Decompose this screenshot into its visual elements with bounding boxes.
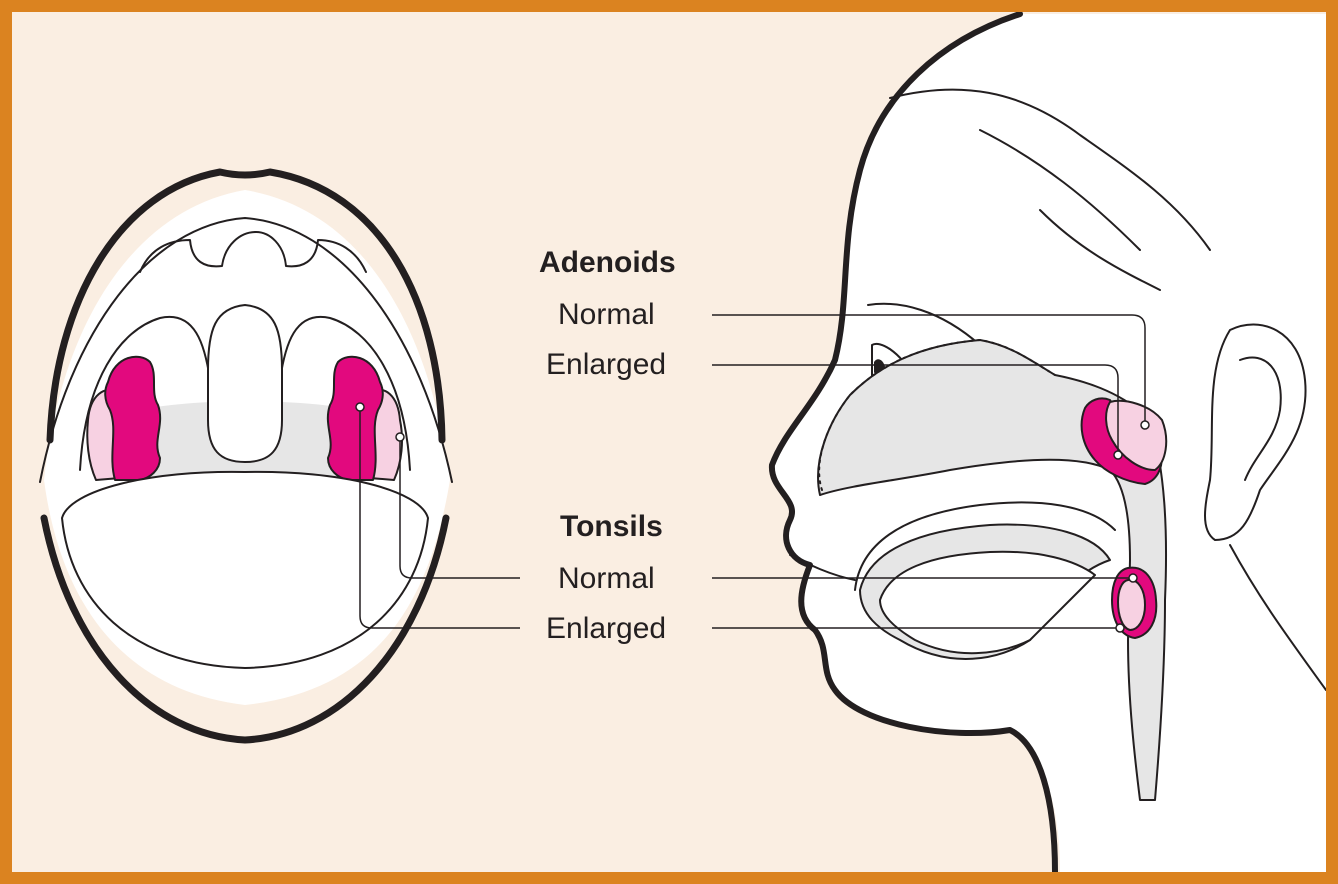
dot-tonsil-enlarged-front — [356, 403, 364, 411]
dot-adenoid-enlarged — [1114, 451, 1122, 459]
adenoids-enlarged-label: Enlarged — [546, 350, 666, 380]
adenoids-heading: Adenoids — [539, 248, 676, 278]
illustration — [12, 12, 1326, 872]
tonsils-heading: Tonsils — [560, 512, 663, 542]
tonsils-normal-label: Normal — [558, 564, 655, 594]
dot-tonsil-normal-side — [1129, 574, 1137, 582]
dot-tonsil-normal-front — [396, 433, 404, 441]
head-profile-side-view — [772, 14, 1326, 872]
left-tonsil-enlarged — [105, 357, 160, 480]
dot-tonsil-enlarged-side — [1116, 624, 1124, 632]
uvula — [208, 305, 282, 462]
right-tonsil-enlarged — [328, 357, 383, 480]
adenoids-normal-label: Normal — [558, 300, 655, 330]
open-mouth-front-view — [40, 172, 452, 740]
dot-adenoid-normal — [1141, 421, 1149, 429]
tonsils-enlarged-label: Enlarged — [546, 614, 666, 644]
tonsil-side-normal — [1118, 580, 1145, 630]
